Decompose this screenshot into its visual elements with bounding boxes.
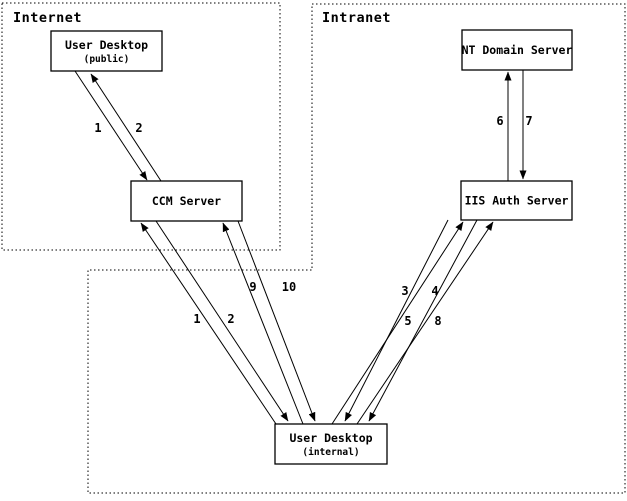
nt-domain-server-box	[461, 29, 573, 71]
flow-10-number-label: 10	[282, 280, 296, 294]
user-desktop-public-sublabel: (public)	[84, 54, 130, 65]
flow-8-number-label: 8	[434, 314, 441, 328]
flow-9-line	[222, 222, 304, 425]
zones-layer	[1, 2, 626, 494]
flow-8-line	[368, 219, 478, 422]
flow-2-public-number-label: 2	[135, 121, 142, 135]
internet-zone-outline	[1, 2, 281, 251]
user-desktop-public-box	[50, 30, 163, 72]
internet-zone-title: Internet	[13, 10, 82, 26]
flow-1-public-line	[74, 70, 148, 181]
flow-9-number-label: 9	[249, 280, 256, 294]
flow-4-number-label: 4	[431, 284, 438, 298]
ccm-server-box	[130, 180, 243, 222]
nt-domain-server-label: NT Domain Server	[462, 43, 573, 57]
intranet-zone-outline	[87, 3, 626, 494]
flow-4-line	[344, 219, 449, 422]
flow-3-line	[331, 221, 464, 425]
flow-2-internal-line	[155, 220, 289, 422]
iis-auth-server-label: IIS Auth Server	[465, 194, 569, 208]
flow-6-number-label: 6	[496, 114, 503, 128]
flow-1-public-number-label: 1	[94, 121, 101, 135]
flow-2-internal-number-label: 2	[227, 312, 234, 326]
user-desktop-public-label: User Desktop	[65, 38, 148, 52]
flow-2-public-line	[90, 73, 162, 182]
ccm-server-label: CCM Server	[152, 194, 221, 208]
edges-layer	[74, 70, 527, 425]
flow-5-number-label: 5	[404, 314, 411, 328]
flow-3-number-label: 3	[401, 284, 408, 298]
intranet-zone-title: Intranet	[322, 10, 391, 26]
flow-5-line	[356, 221, 494, 425]
iis-auth-server-box	[460, 180, 573, 221]
flow-10-line	[237, 220, 316, 422]
nodes-layer	[50, 29, 573, 465]
flow-7-number-label: 7	[525, 114, 532, 128]
flow-1-internal-number-label: 1	[193, 312, 200, 326]
user-desktop-internal-label: User Desktop	[289, 431, 372, 445]
flow-1-internal-line	[140, 222, 277, 425]
user-desktop-internal-sublabel: (internal)	[302, 447, 359, 458]
user-desktop-internal-box	[274, 423, 388, 465]
